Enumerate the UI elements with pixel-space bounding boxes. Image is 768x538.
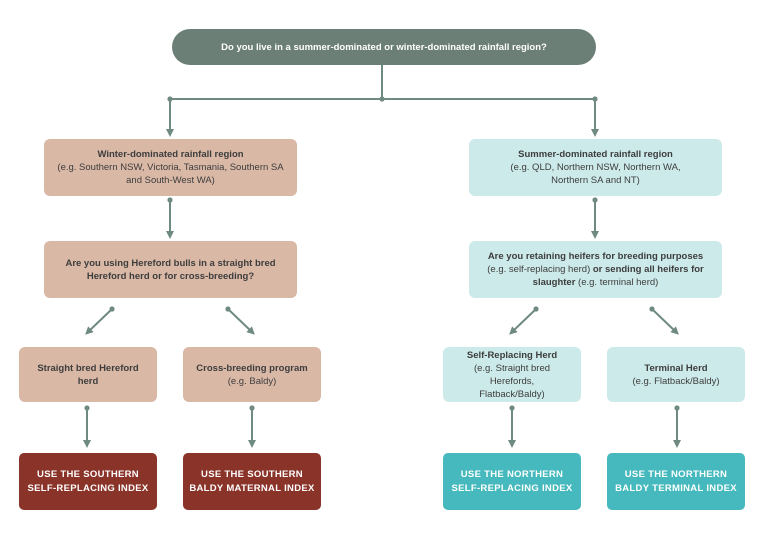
rainfall-question-pill: Do you live in a summer-dominated or win…: [172, 29, 596, 65]
terminal-herd-box: Terminal Herd (e.g. Flatback/Baldy): [607, 347, 745, 402]
connector-summer-left: [509, 308, 537, 335]
connector-dot: [649, 306, 655, 312]
summer-question-line-2: or sending all heifers for: [590, 264, 704, 275]
connector-summer-right: [651, 308, 679, 335]
connector-dot: [592, 96, 598, 102]
cross-breeding-box: Cross-breeding program (e.g. Baldy): [183, 347, 321, 402]
southern-baldy-maternal-line-1: USE THE SOUTHERN: [201, 468, 303, 480]
summer-question-line-3: slaughter: [532, 277, 576, 288]
southern-self-replacing-result: USE THE SOUTHERN SELF-REPLACING INDEX: [19, 453, 157, 510]
summer-question-line-1: Are you retaining heifers for breeding p…: [487, 251, 704, 262]
northern-baldy-terminal-result: USE THE NORTHERN BALDY TERMINAL INDEX: [607, 453, 745, 510]
connector-dot: [674, 405, 680, 411]
connector-dot: [84, 405, 90, 411]
cross-breeding-title: Cross-breeding program: [196, 362, 308, 374]
summer-region-examples-2: Northern SA and NT): [551, 175, 640, 186]
connector-dot: [509, 405, 515, 411]
terminal-herd-example: (e.g. Flatback/Baldy): [632, 375, 720, 387]
self-replacing-example-1: (e.g. Straight bred Herefords,: [473, 362, 551, 387]
southern-baldy-maternal-line-2: BALDY MATERNAL INDEX: [189, 482, 315, 494]
winter-region-box: Winter-dominated rainfall region (e.g. S…: [44, 139, 297, 196]
winter-bulls-question-box: Are you using Hereford bulls in a straig…: [44, 241, 297, 298]
summer-region-box: Summer-dominated rainfall region (e.g. Q…: [469, 139, 722, 196]
self-replacing-example-2: Flatback/Baldy): [479, 388, 545, 400]
cross-breeding-example: (e.g. Baldy): [227, 375, 277, 387]
straight-bred-herd-label: Straight bred Hereford herd: [37, 362, 139, 387]
connector-dot: [225, 306, 231, 312]
connector-dot: [379, 96, 385, 102]
rainfall-question-text: Do you live in a summer-dominated or win…: [221, 41, 547, 53]
self-replacing-title: Self-Replacing Herd: [466, 349, 558, 361]
northern-baldy-terminal-line-1: USE THE NORTHERN: [624, 468, 728, 480]
summer-region-title: Summer-dominated rainfall region: [518, 149, 673, 160]
winter-region-examples-1: (e.g. Southern NSW, Victoria, Tasmania, …: [57, 162, 284, 173]
self-replacing-herd-box: Self-Replacing Herd (e.g. Straight bred …: [443, 347, 581, 402]
connector-winter-right: [227, 308, 255, 335]
terminal-herd-title: Terminal Herd: [644, 362, 708, 374]
connector-winter-left: [85, 308, 113, 335]
winter-region-title: Winter-dominated rainfall region: [97, 149, 244, 160]
winter-region-examples-2: and South-West WA): [126, 175, 215, 186]
connector-dot: [167, 197, 173, 203]
winter-question-line-1: Are you using Hereford bulls in a straig…: [65, 257, 276, 269]
winter-question-line-2: Hereford herd or for cross-breeding?: [86, 270, 255, 282]
summer-heifers-question-box: Are you retaining heifers for breeding p…: [469, 241, 722, 298]
northern-self-replacing-line-1: USE THE NORTHERN: [460, 468, 564, 480]
connector-dot: [109, 306, 115, 312]
summer-question-example-self: (e.g. self-replacing herd): [487, 264, 591, 275]
southern-self-replacing-line-2: SELF-REPLACING INDEX: [27, 482, 149, 494]
straight-bred-herd-box: Straight bred Hereford herd: [19, 347, 157, 402]
summer-region-examples-1: (e.g. QLD, Northern NSW, Northern WA,: [510, 162, 681, 173]
southern-baldy-maternal-result: USE THE SOUTHERN BALDY MATERNAL INDEX: [183, 453, 321, 510]
connector-dot: [592, 197, 598, 203]
connector-dot: [533, 306, 539, 312]
northern-self-replacing-result: USE THE NORTHERN SELF-REPLACING INDEX: [443, 453, 581, 510]
southern-self-replacing-line-1: USE THE SOUTHERN: [37, 468, 139, 480]
connector-dot: [249, 405, 255, 411]
connector-dot: [167, 96, 173, 102]
northern-baldy-terminal-line-2: BALDY TERMINAL INDEX: [615, 482, 737, 494]
northern-self-replacing-line-2: SELF-REPLACING INDEX: [451, 482, 573, 494]
summer-question-example-terminal: (e.g. terminal herd): [575, 277, 659, 288]
